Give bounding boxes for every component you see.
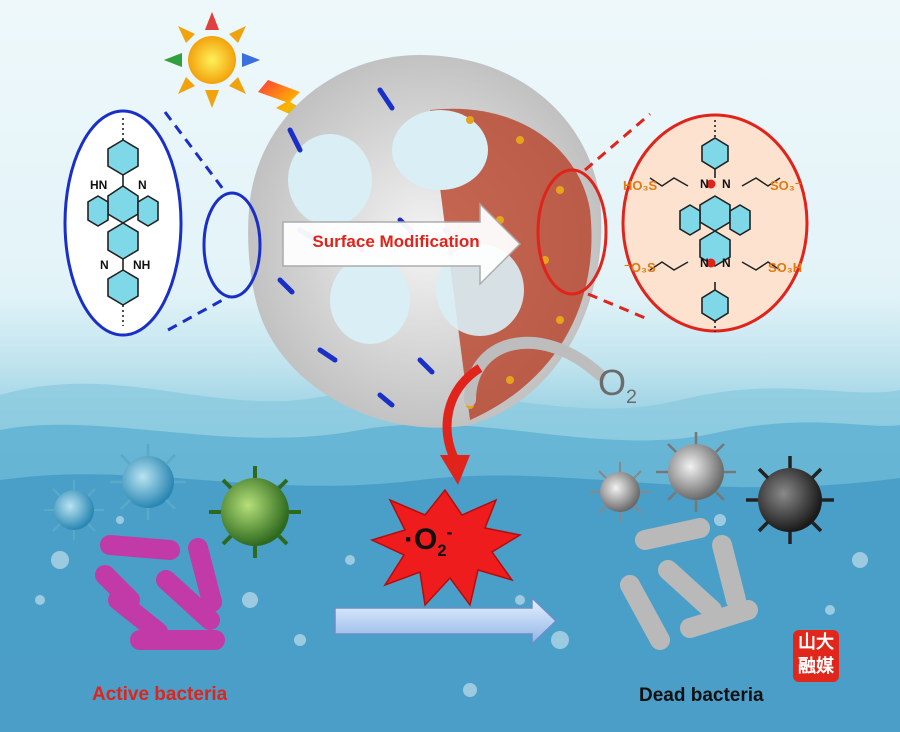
left-n-bottom: N — [100, 258, 109, 272]
right-group-bottom-left: ⁻O₃S — [624, 260, 656, 275]
burst-icon — [369, 488, 523, 607]
left-nh-bottom: NH — [133, 258, 151, 272]
right-group-top-right: SO₃⁻ — [770, 178, 802, 193]
right-n-top-left: N — [700, 177, 709, 191]
right-molecule-panel — [621, 113, 809, 333]
oxygen-label: O2 — [598, 362, 638, 409]
virus-icon — [44, 444, 301, 558]
right-group-top-left: HO₃S — [623, 178, 658, 193]
right-connector-bottom — [587, 292, 651, 322]
right-n-top-right: N — [722, 177, 731, 191]
logo-line2: 融媒 — [798, 656, 834, 676]
surface-modification-arrow — [282, 202, 522, 286]
dead-rod-bacteria-icon — [620, 518, 758, 650]
right-highlight-ellipse — [536, 168, 608, 296]
left-connector-bottom — [167, 295, 229, 332]
dead-virus-icon — [590, 432, 834, 544]
logo: 山大 融媒 — [793, 630, 839, 682]
sun-icon — [164, 12, 260, 108]
left-highlight-ellipse — [202, 191, 262, 299]
superoxide-arrow — [442, 364, 483, 463]
logo-line1: 山大 — [798, 632, 834, 652]
dead-bacteria-label: Dead bacteria — [639, 685, 764, 706]
active-bacteria-label: Active bacteria — [92, 684, 228, 705]
left-n-top: N — [138, 178, 147, 192]
right-n-bottom-right: N — [722, 256, 731, 270]
right-connector-top — [584, 112, 651, 172]
left-nh-top: HN — [90, 178, 108, 192]
right-n-bottom-left: N — [700, 256, 709, 270]
rod-bacteria-icon — [95, 535, 225, 650]
left-molecule-panel — [63, 109, 183, 337]
surface-modification-label: Surface Modification — [312, 232, 480, 251]
arrow-right-icon — [334, 596, 558, 646]
superoxide-label: ·O2- — [404, 522, 453, 560]
oxygen-curve-arrow — [464, 336, 606, 406]
right-group-bottom-right: SO₃H — [768, 260, 803, 275]
